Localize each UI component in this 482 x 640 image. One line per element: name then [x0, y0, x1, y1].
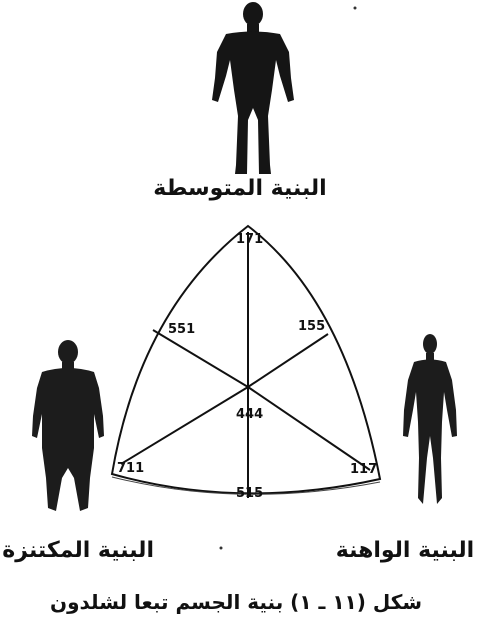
- slender-body-icon: [403, 334, 457, 504]
- somatotype-bottom-left: 711: [117, 461, 144, 476]
- somatotype-triangle: [112, 226, 380, 493]
- right-upper-axis-line: [248, 334, 328, 387]
- somatotype-bottom-right: 117: [350, 462, 377, 477]
- print-speck: [354, 7, 357, 10]
- right-lower-axis-line: [248, 387, 370, 470]
- endomorph-label: البنية المكتنزة: [4, 538, 154, 563]
- left-lower-axis-line: [121, 387, 248, 464]
- mesomorph-label: البنية المتوسطة: [150, 176, 330, 201]
- somatotype-upper-left: 551: [168, 322, 195, 337]
- somatotype-top: 171: [236, 232, 263, 247]
- ectomorph-label: البنية الواهنة: [330, 538, 480, 563]
- athletic-body-icon: [212, 2, 294, 174]
- somatotype-center: 444: [236, 407, 263, 422]
- stout-body-icon: [32, 340, 104, 511]
- left-upper-axis-line: [153, 330, 248, 387]
- somatotype-bottom: 515: [236, 486, 263, 501]
- somatotype-upper-right: 155: [298, 319, 325, 334]
- print-speck: [220, 547, 223, 550]
- figure-caption: شكل (١١ ـ ١) بنية الجسم تبعا لشلدون: [60, 590, 422, 614]
